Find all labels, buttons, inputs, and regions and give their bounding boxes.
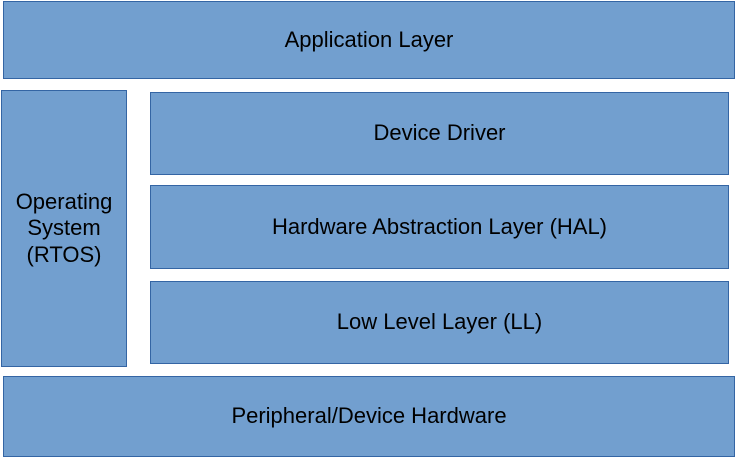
low-level-layer-label: Low Level Layer (LL)	[336, 309, 543, 335]
device-driver-label: Device Driver	[373, 120, 506, 146]
operating-system-label: Operating System (RTOS)	[15, 188, 113, 267]
operating-system-box: Operating System (RTOS)	[1, 90, 127, 367]
hardware-label: Peripheral/Device Hardware	[231, 403, 507, 429]
application-layer-box: Application Layer	[3, 1, 735, 79]
hal-label: Hardware Abstraction Layer (HAL)	[271, 213, 608, 239]
hardware-box: Peripheral/Device Hardware	[3, 376, 735, 457]
application-layer-label: Application Layer	[284, 26, 454, 52]
hal-box: Hardware Abstraction Layer (HAL)	[150, 185, 729, 269]
device-driver-box: Device Driver	[150, 92, 729, 175]
low-level-layer-box: Low Level Layer (LL)	[150, 281, 729, 364]
